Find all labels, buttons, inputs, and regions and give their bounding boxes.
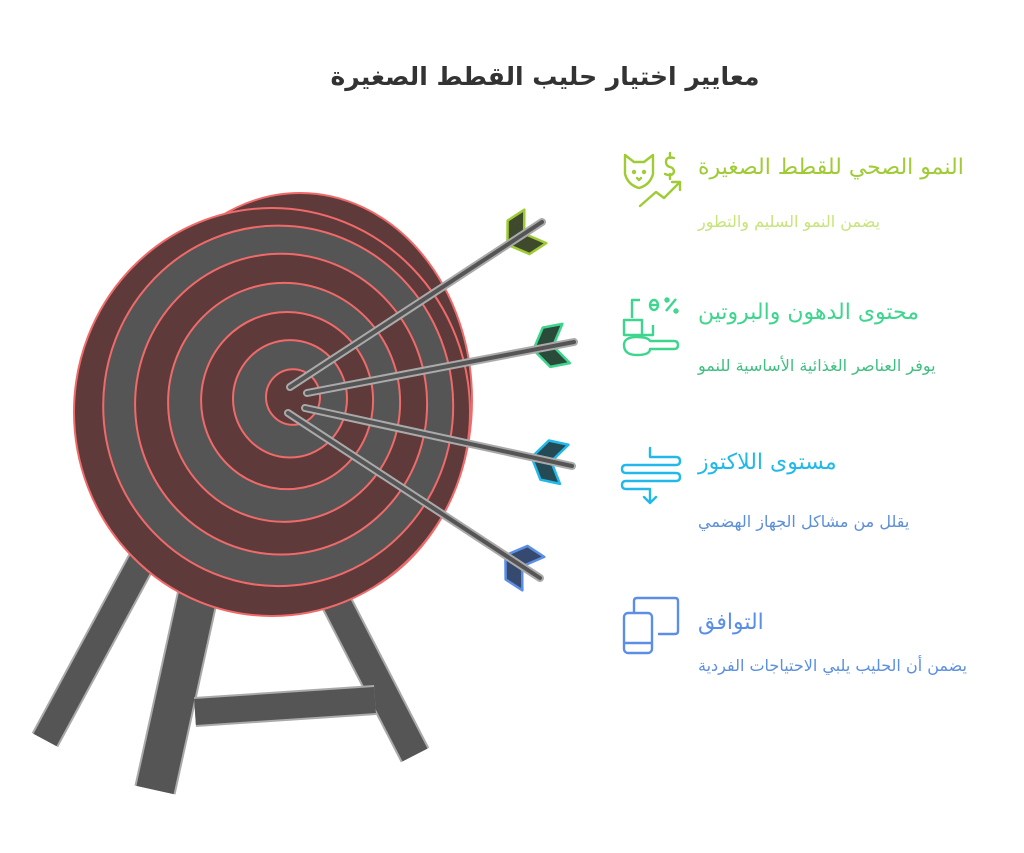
arrows bbox=[284, 208, 578, 592]
target-rings bbox=[102, 224, 455, 588]
devices-icon bbox=[622, 596, 680, 655]
criterion-title: مستوى اللاكتوز bbox=[698, 450, 837, 475]
arrow bbox=[301, 404, 576, 486]
criterion-title: محتوى الدهون والبروتين bbox=[698, 300, 920, 325]
arrow bbox=[286, 208, 548, 391]
digestion-flow-icon bbox=[620, 446, 682, 505]
criterion-description: يوفر العناصر الغذائية الأساسية للنمو bbox=[698, 356, 936, 375]
diagram-title: معايير اختيار حليب القطط الصغيرة bbox=[330, 62, 760, 91]
target-stand bbox=[31, 547, 430, 795]
arrow bbox=[284, 409, 546, 592]
nutrients-scoop-icon bbox=[622, 297, 680, 357]
criterion-description: يقلل من مشاكل الجهاز الهضمي bbox=[698, 512, 910, 531]
criterion-description: يضمن النمو السليم والتطور bbox=[698, 212, 881, 231]
cat-growth-icon bbox=[623, 151, 682, 208]
arrow bbox=[303, 322, 578, 397]
criterion-title: التوافق bbox=[698, 610, 764, 635]
criterion-title: النمو الصحي للقطط الصغيرة bbox=[698, 155, 964, 180]
criterion-description: يضمن أن الحليب يلبي الاحتياجات الفردية bbox=[698, 656, 967, 675]
